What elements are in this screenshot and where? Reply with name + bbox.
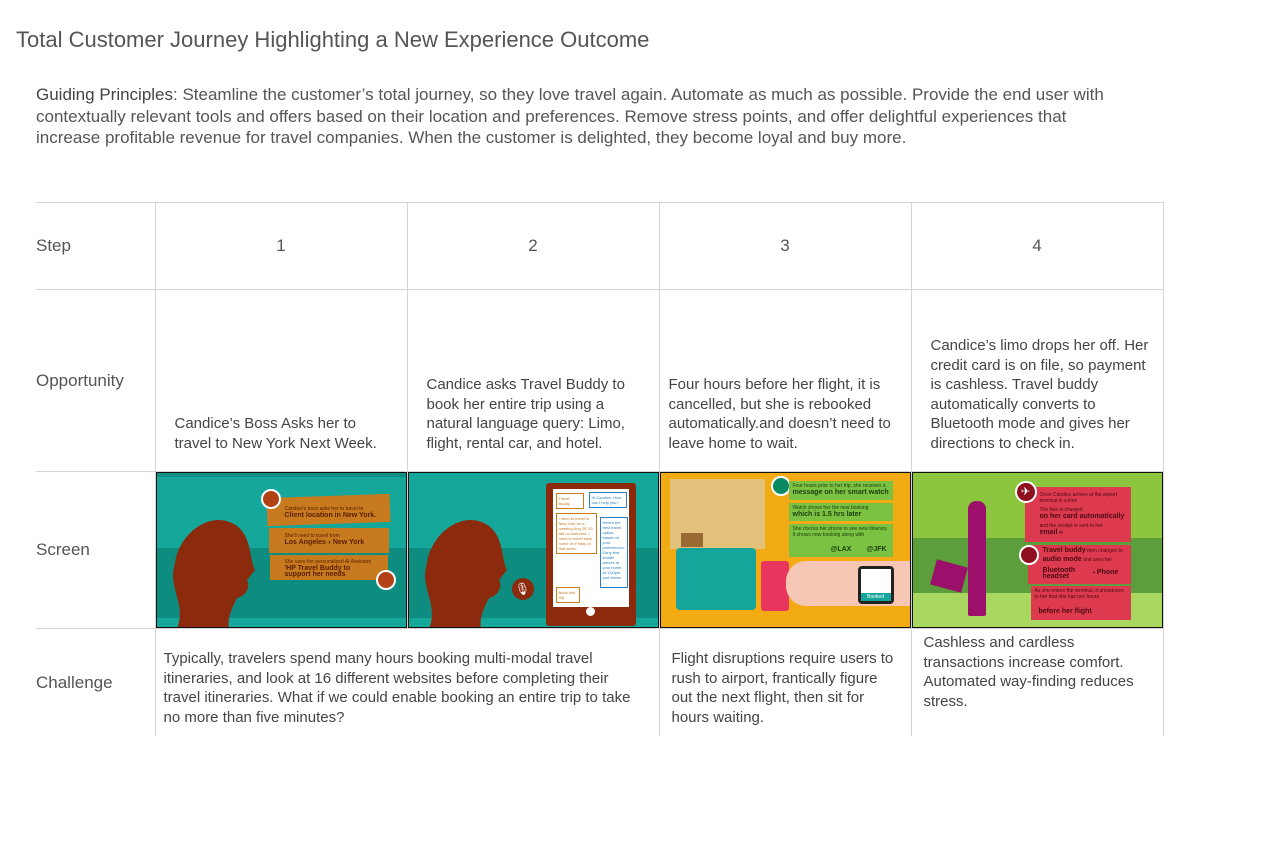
page-title: Total Customer Journey Highlighting a Ne…: [16, 27, 650, 52]
screen-3-illustration: Booked Four hours prior to her trip, she…: [659, 472, 911, 628]
row-label-step: Step: [36, 202, 156, 290]
step-2: 2: [406, 202, 660, 290]
screen-4-illustration: ✈ Once Candice arrives at the airport te…: [911, 472, 1163, 628]
opportunity-2: Candice asks Travel Buddy to book her en…: [406, 289, 660, 472]
opportunity-3: Four hours before her flight, it is canc…: [658, 289, 912, 472]
step-1: 1: [154, 202, 408, 290]
microphone-icon: [1018, 545, 1039, 565]
phone-icon: [375, 570, 396, 590]
row-label-opportunity: Opportunity: [36, 289, 156, 472]
screen-2-illustration: 🎙 Travel Buddy Hi Candice, How can I hel…: [407, 472, 659, 628]
challenge-3: Flight disruptions require users to rush…: [658, 628, 912, 736]
challenge-1-2: Typically, travelers spend many hours bo…: [154, 628, 660, 736]
airplane-icon: ✈: [1014, 481, 1037, 503]
guiding-principles: Guiding Principles: Steamline the custom…: [36, 84, 1126, 149]
person-icon: [260, 489, 281, 509]
challenge-4: Cashless and cardless transactions incre…: [910, 628, 1164, 736]
microphone-icon: 🎙: [511, 578, 534, 600]
row-label-challenge: Challenge: [36, 628, 156, 736]
step-4: 4: [910, 202, 1164, 290]
suitcase: [760, 561, 789, 611]
armchair: [675, 548, 756, 610]
opportunity-1: Candice’s Boss Asks her to travel to New…: [154, 289, 408, 472]
screen-1-illustration: Candice's boss asks her to travel to Cli…: [155, 472, 407, 628]
flower-pot: [680, 533, 703, 547]
clock-icon: [770, 476, 791, 496]
journey-table: Step 1 2 3 4 Opportunity Candice’s Boss …: [36, 202, 1164, 736]
row-label-screen: Screen: [36, 471, 156, 629]
step-3: 3: [658, 202, 912, 290]
principles-label: Guiding Principles: [36, 85, 174, 104]
woman-silhouette-icon: [424, 520, 507, 627]
woman-silhouette-icon: [172, 520, 255, 627]
woman-walking: [967, 501, 986, 616]
opportunity-4: Candice’s limo drops her off. Her credit…: [910, 289, 1164, 472]
principles-text: : Steamline the customer’s total journey…: [36, 85, 1104, 147]
